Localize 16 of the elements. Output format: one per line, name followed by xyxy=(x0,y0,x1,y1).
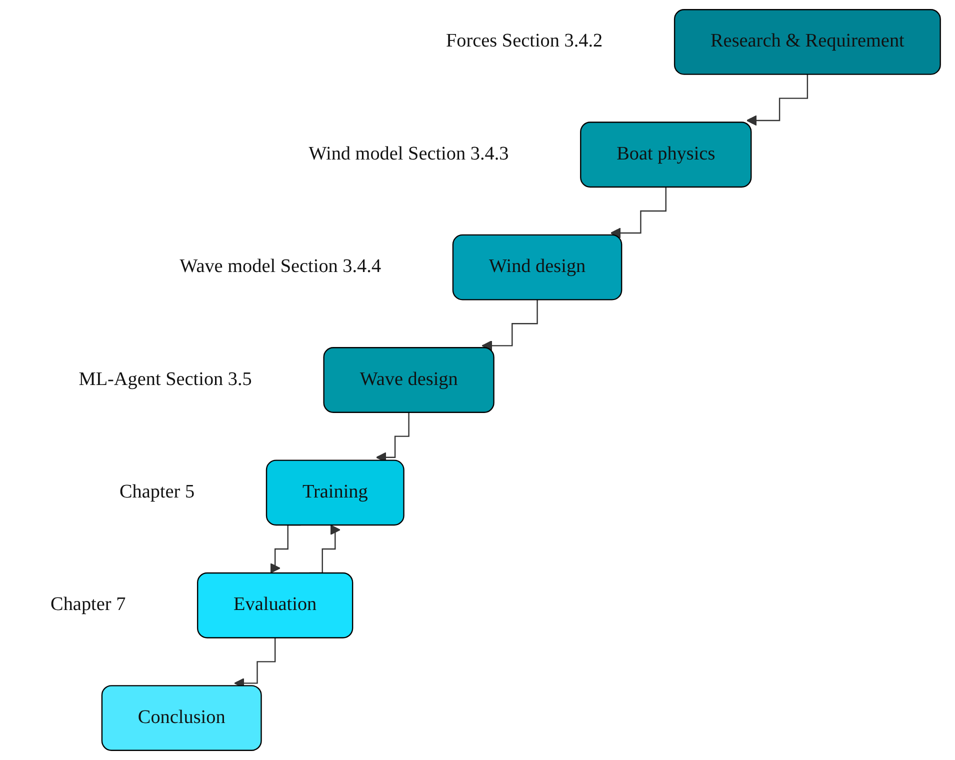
node-box: Training xyxy=(266,460,404,526)
node-label: Forces Section 3.4.2 xyxy=(446,31,603,52)
arrow xyxy=(610,186,666,238)
node-box: Research & Requirement xyxy=(674,9,941,75)
node-box: Evaluation xyxy=(197,572,354,638)
node-box: Boat physics xyxy=(580,122,752,188)
node-label: Chapter 7 xyxy=(50,594,126,615)
arrow xyxy=(482,299,538,351)
arrow xyxy=(746,74,808,126)
node-box: Wind design xyxy=(452,234,622,300)
node-label: Wind model Section 3.4.3 xyxy=(308,144,509,164)
node-label: ML-Agent Section 3.5 xyxy=(78,369,252,390)
node-box: Conclusion xyxy=(101,685,262,751)
node-label: Wave model Section 3.4.4 xyxy=(180,256,382,277)
node-box: Wave design xyxy=(323,347,494,413)
node-label: Chapter 5 xyxy=(120,482,195,502)
